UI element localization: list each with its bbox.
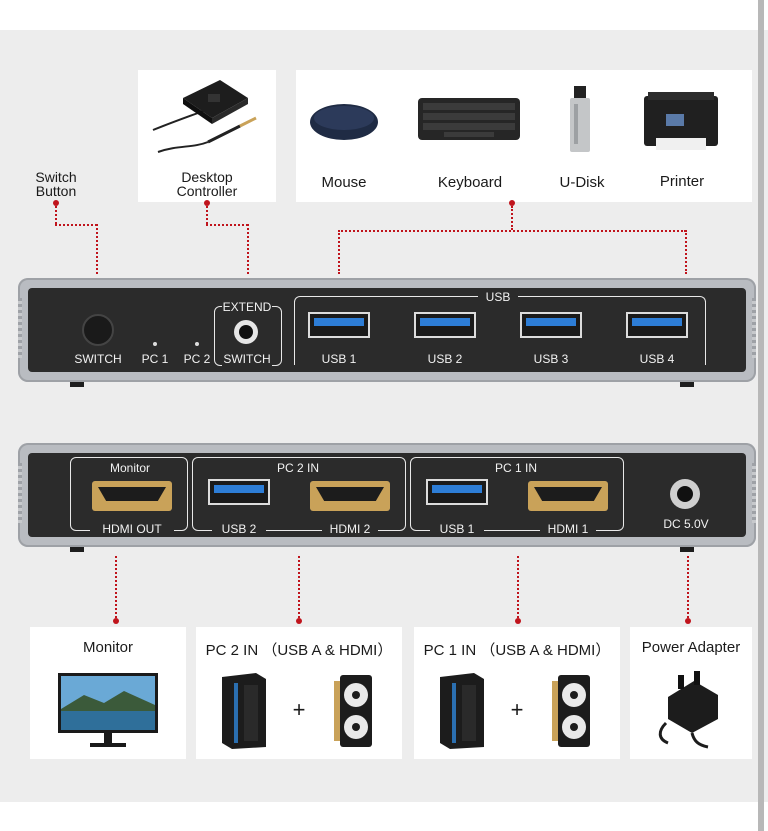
pc2-card-label: PC 2 IN （USB A & HDMI）	[205, 642, 393, 659]
dc-jack[interactable]	[670, 479, 700, 509]
callout-line	[511, 206, 513, 230]
pc1-led-label: PC 1	[141, 352, 169, 366]
pc-tower-icon	[222, 673, 266, 749]
usb-port-label: USB 4	[639, 352, 675, 366]
desktop-controller-label: Desktop Controller	[176, 169, 238, 199]
pc1-card: PC 1 IN （USB A & HDMI） +	[414, 627, 620, 759]
pc2-led	[195, 342, 199, 346]
callout-line	[96, 224, 98, 274]
hdmi-out-label: HDMI OUT	[90, 522, 174, 536]
usb-port-label: USB 2	[427, 352, 463, 366]
callout-dot	[509, 200, 515, 206]
callout-line	[338, 230, 340, 274]
power-adapter-icon	[658, 671, 718, 749]
mouse-icon	[310, 104, 378, 140]
usb-port-label: USB 3	[533, 352, 569, 366]
device-foot	[680, 547, 694, 552]
pc2-usb-label: USB 2	[212, 522, 266, 536]
usb-port[interactable]	[208, 479, 270, 505]
pc2-card: PC 2 IN （USB A & HDMI） +	[196, 627, 402, 759]
peripherals-card: Mouse Keyboard U-Disk Printer	[296, 70, 752, 202]
device-foot	[680, 382, 694, 387]
extend-jack[interactable]	[234, 320, 258, 344]
device-foot	[70, 547, 84, 552]
usb-group-label: USB	[478, 290, 518, 304]
grip	[18, 298, 22, 358]
usb-port-label: USB 1	[321, 352, 357, 366]
desktop-controller-card: Desktop Controller	[138, 70, 276, 202]
pc-tower-icon	[440, 673, 484, 749]
graphics-card-icon	[552, 675, 590, 747]
peripheral-label: U-Disk	[559, 174, 605, 191]
callout-line	[206, 206, 208, 224]
graphics-card-icon	[334, 675, 372, 747]
callout-dot	[296, 618, 302, 624]
peripheral-label: Printer	[659, 173, 705, 190]
hdmi-out-port[interactable]	[92, 481, 172, 511]
pc1-card-label: PC 1 IN （USB A & HDMI）	[423, 642, 611, 659]
plus-sign: +	[292, 697, 306, 722]
callout-line	[687, 556, 689, 618]
pc2-group	[192, 457, 406, 531]
usb-port[interactable]	[626, 312, 688, 338]
usb-port[interactable]	[414, 312, 476, 338]
pc2-led-label: PC 2	[183, 352, 211, 366]
callout-line	[338, 230, 686, 232]
callout-dot	[113, 618, 119, 624]
switch-label: SWITCH	[74, 352, 122, 366]
pc1-in-label: PC 1 IN	[494, 461, 537, 475]
callout-line	[298, 556, 300, 618]
scroll-edge	[758, 0, 764, 831]
usb-port[interactable]	[520, 312, 582, 338]
extend-label: EXTEND	[222, 300, 272, 314]
pc2-in-label: PC 2 IN	[276, 461, 319, 475]
pc1-group	[410, 457, 624, 531]
usb-port[interactable]	[426, 479, 488, 505]
peripheral-label: Keyboard	[437, 174, 503, 191]
callout-dot	[53, 200, 59, 206]
usb-disk-icon	[570, 86, 590, 152]
monitor-icon	[58, 673, 158, 747]
power-adapter-label: Power Adapter	[641, 639, 741, 656]
plus-sign: +	[510, 697, 524, 722]
hdmi-port[interactable]	[310, 481, 390, 511]
peripheral-label: Mouse	[321, 174, 367, 191]
switch-button-callout: Switch Button	[35, 169, 77, 199]
monitor-label: Monitor	[109, 461, 150, 475]
hdmi-port[interactable]	[528, 481, 608, 511]
callout-line	[55, 224, 97, 226]
desktop-controller-icon	[152, 80, 257, 153]
kvm-front-device: SWITCH PC 1 PC 2 EXTEND SWITCH USB USB 1…	[18, 278, 756, 382]
kvm-rear-device: Monitor HDMI OUT PC 2 IN USB 2 HDMI 2 PC…	[18, 443, 756, 547]
callout-line	[685, 230, 687, 274]
switch-button[interactable]	[82, 314, 114, 346]
callout-line	[206, 224, 248, 226]
keyboard-icon	[418, 98, 520, 140]
pc1-usb-label: USB 1	[430, 522, 484, 536]
dc-label: DC 5.0V	[663, 517, 709, 531]
callout-dot	[515, 618, 521, 624]
usb-port[interactable]	[308, 312, 370, 338]
device-foot	[70, 382, 84, 387]
callout-dot	[685, 618, 691, 624]
callout-line	[55, 206, 57, 224]
grip	[752, 298, 756, 358]
callout-dot	[204, 200, 210, 206]
grip	[752, 463, 756, 523]
callout-line	[517, 556, 519, 618]
monitor-card-label: Monitor	[82, 639, 134, 656]
grip	[18, 463, 22, 523]
pc1-led	[153, 342, 157, 346]
monitor-card: Monitor	[30, 627, 186, 759]
extend-switch-label: SWITCH	[222, 352, 272, 366]
pc2-hdmi-label: HDMI 2	[322, 522, 378, 536]
rear-panel: Monitor HDMI OUT PC 2 IN USB 2 HDMI 2 PC…	[28, 453, 746, 537]
pc1-hdmi-label: HDMI 1	[540, 522, 596, 536]
callout-line	[115, 556, 117, 618]
callout-line	[247, 224, 249, 274]
printer-icon	[644, 92, 718, 150]
front-panel: SWITCH PC 1 PC 2 EXTEND SWITCH USB USB 1…	[28, 288, 746, 372]
power-adapter-card: Power Adapter	[630, 627, 752, 759]
